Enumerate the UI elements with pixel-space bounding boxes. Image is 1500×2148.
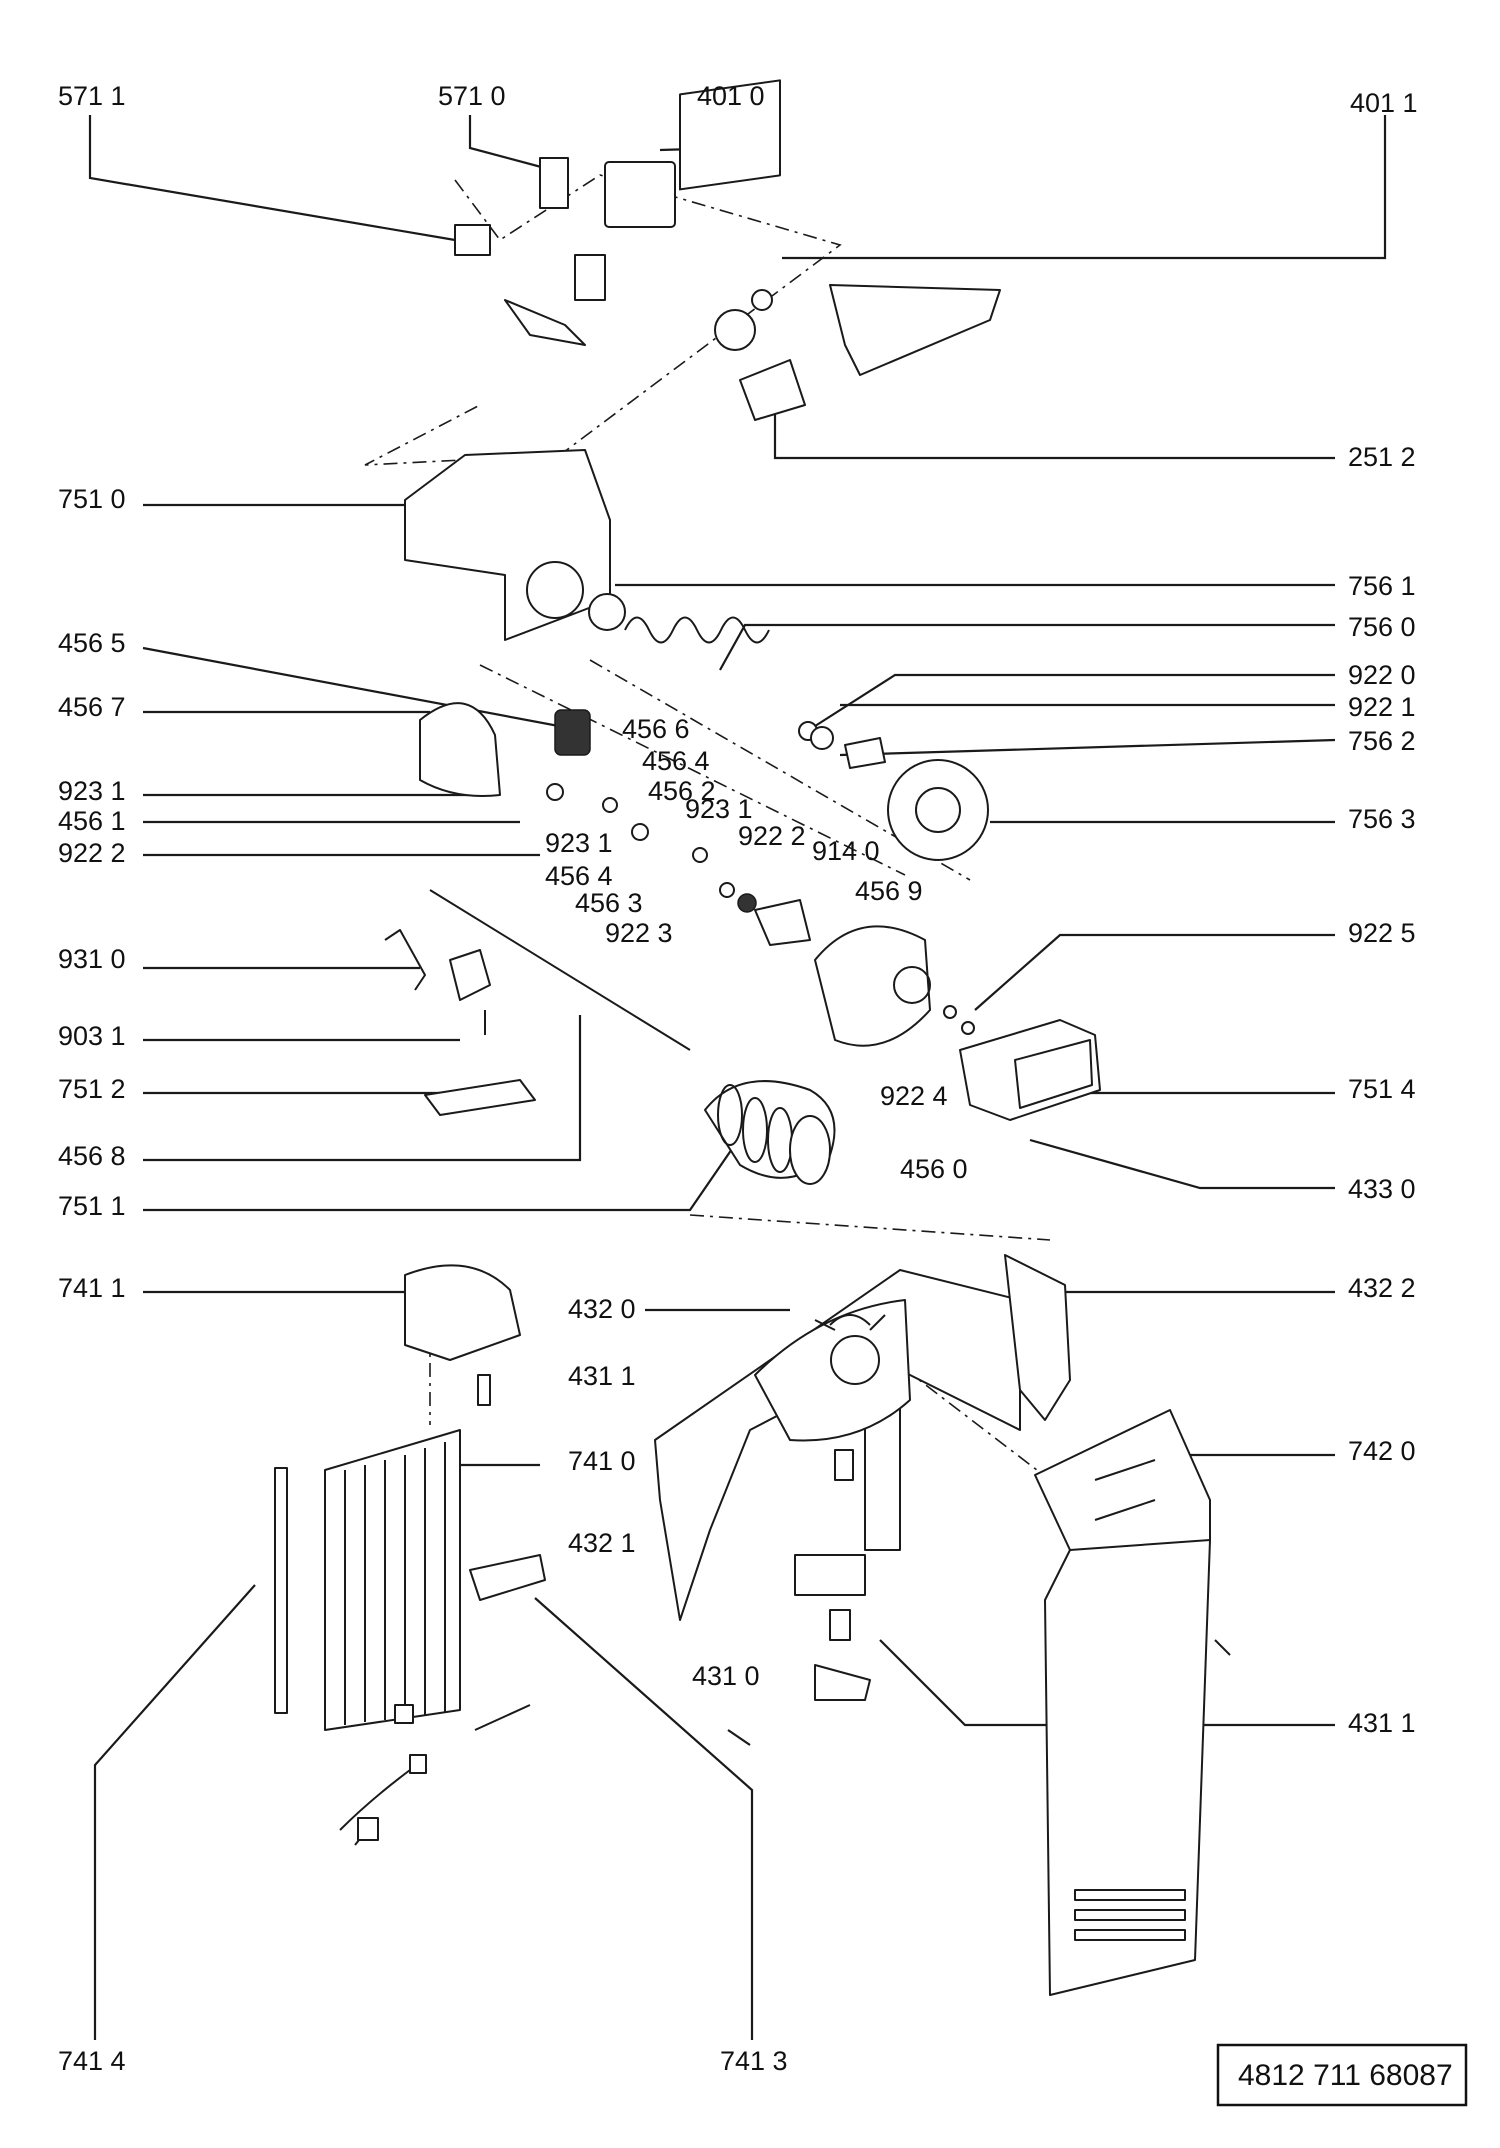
label-751-0: 751 0 (58, 484, 126, 514)
label-756-2: 756 2 (1348, 726, 1416, 756)
label-431-1-a: 431 1 (568, 1361, 636, 1391)
label-431-0: 431 0 (692, 1661, 760, 1691)
lower-housing-and-fan (274, 1264, 546, 1846)
label-432-1: 432 1 (568, 1528, 636, 1558)
label-923-1-c: 923 1 (545, 828, 613, 858)
label-756-3: 756 3 (1348, 804, 1416, 834)
label-571-1-top: 571 1 (58, 81, 126, 111)
label-456-1: 456 1 (58, 806, 126, 836)
label-922-2-a: 922 2 (58, 838, 126, 868)
small-parts-left (384, 889, 691, 1116)
label-922-4: 922 4 (880, 1081, 948, 1111)
label-756-0: 756 0 (1348, 612, 1416, 642)
spring (624, 616, 770, 644)
label-741-0: 741 0 (568, 1446, 636, 1476)
label-456-4-b: 456 4 (545, 861, 613, 891)
label-931-0: 931 0 (58, 944, 126, 974)
document-number-box: 4812 711 68087 (1216, 2043, 1468, 2107)
label-433-0: 433 0 (1348, 1174, 1416, 1204)
label-456-6: 456 6 (622, 714, 690, 744)
label-432-2: 432 2 (1348, 1273, 1416, 1303)
evaporator-fan-assembly (654, 1254, 1231, 1996)
part-labels: 571 1 571 0 401 0 401 1 251 2 751 0 756 … (58, 81, 1418, 2076)
label-922-0: 922 0 (1348, 660, 1416, 690)
document-number: 4812 711 68087 (1238, 2059, 1453, 2092)
label-922-2-b: 922 2 (738, 821, 806, 851)
auger-and-fan-parts (419, 702, 989, 946)
leader-lines (88, 115, 1387, 2040)
label-456-4-a: 456 4 (642, 746, 710, 776)
label-923-1-a: 923 1 (58, 776, 126, 806)
label-914-0: 914 0 (812, 836, 880, 866)
label-741-4: 741 4 (58, 2046, 126, 2076)
label-456-3: 456 3 (575, 888, 643, 918)
dispenser-housing (404, 449, 626, 641)
label-922-5: 922 5 (1348, 918, 1416, 948)
label-401-0: 401 0 (697, 81, 765, 111)
label-401-1: 401 1 (1350, 88, 1418, 118)
label-751-4: 751 4 (1348, 1074, 1416, 1104)
label-741-1: 741 1 (58, 1273, 126, 1303)
label-923-1-b: 923 1 (685, 794, 753, 824)
lamp-switch-assembly (454, 79, 1001, 421)
bellows-duct (704, 1080, 836, 1185)
label-251-2: 251 2 (1348, 442, 1416, 472)
label-456-0: 456 0 (900, 1154, 968, 1184)
label-922-1: 922 1 (1348, 692, 1416, 722)
label-456-5: 456 5 (58, 628, 126, 658)
label-756-1: 756 1 (1348, 571, 1416, 601)
vent-slots (1074, 1889, 1186, 1941)
label-456-7: 456 7 (58, 692, 126, 722)
label-903-1: 903 1 (58, 1021, 126, 1051)
label-751-2: 751 2 (58, 1074, 126, 1104)
label-922-3: 922 3 (605, 918, 673, 948)
label-571-0: 571 0 (438, 81, 506, 111)
label-432-0: 432 0 (568, 1294, 636, 1324)
label-742-0: 742 0 (1348, 1436, 1416, 1466)
label-456-8: 456 8 (58, 1141, 126, 1171)
label-456-9: 456 9 (855, 876, 923, 906)
label-751-1: 751 1 (58, 1191, 126, 1221)
motor-and-cover (814, 925, 1101, 1121)
label-741-3: 741 3 (720, 2046, 788, 2076)
label-456-2: 456 2 (648, 776, 716, 806)
label-431-1-b: 431 1 (1348, 1708, 1416, 1738)
